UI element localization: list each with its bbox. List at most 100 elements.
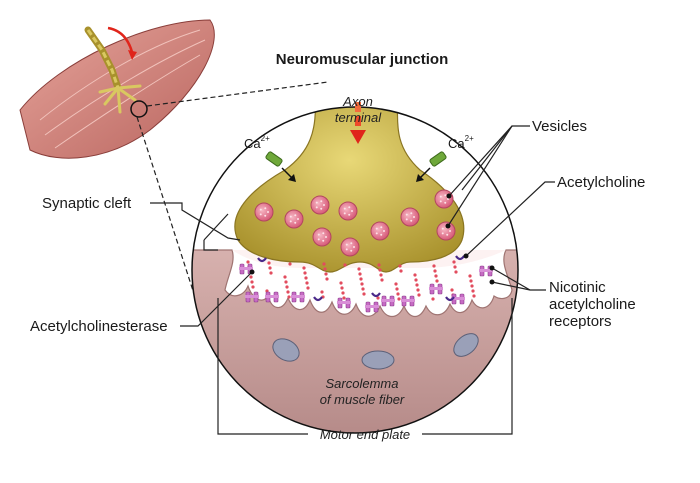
acetylcholine-dot: [267, 261, 271, 265]
acetylcholine-dot: [432, 264, 436, 268]
diagram-title: Neuromuscular junction: [276, 51, 449, 68]
acetylcholine-dot: [288, 262, 292, 266]
acetylcholine-dot: [249, 275, 253, 279]
acetylcholine-dot: [468, 274, 472, 278]
acetylcholine-dot: [285, 285, 289, 289]
vesicle: [370, 221, 390, 241]
axon-terminal-label-line2: terminal: [335, 110, 382, 125]
acetylcholine-dot: [413, 273, 417, 277]
acetylcholine-dot: [433, 269, 437, 273]
acetylcholine-dot: [398, 264, 402, 268]
calcium-channel-right: [416, 151, 447, 182]
acetylcholine-dot: [343, 263, 347, 267]
calcium-label-left: Ca2+: [244, 134, 270, 151]
zoom-source-circle: [130, 100, 148, 118]
sarcolemma-label-line2: of muscle fiber: [320, 392, 405, 407]
acetylcholinesterase-enzymes: [257, 255, 465, 302]
acetylcholine-dot: [305, 281, 309, 285]
acetylcholine-dot: [304, 276, 308, 280]
acetylcholine-dot: [359, 277, 363, 281]
vesicle: [284, 209, 304, 229]
acetylcholine-dot: [323, 267, 327, 271]
acetylcholine-dot: [339, 281, 343, 285]
zoom-line-bottom: [136, 116, 197, 301]
vesicle: [338, 201, 358, 221]
acetylcholine-dot: [417, 293, 421, 297]
acetylcholine-dot: [246, 260, 250, 264]
receptor: [401, 295, 415, 307]
acetylcholine-dot: [470, 284, 474, 288]
receptor: [429, 283, 443, 295]
acetylcholine-dot: [399, 269, 403, 273]
acetylcholine-dot: [435, 279, 439, 283]
acetylcholine-dot: [287, 295, 291, 299]
acetylcholine-dot: [286, 290, 290, 294]
nicotinic-receptors-label-line3: receptors: [549, 313, 612, 330]
acetylcholine-dot: [342, 296, 346, 300]
acetylcholine-label: Acetylcholine: [557, 174, 645, 191]
leader-lines: [180, 125, 555, 327]
acetylcholine-dot: [376, 296, 380, 300]
acetylcholine-dot: [302, 266, 306, 270]
acetylcholine-dot: [324, 272, 328, 276]
acetylcholine-dot: [341, 291, 345, 295]
acetylcholinesterase-label: Acetylcholinesterase: [30, 318, 168, 335]
acetylcholine-dot: [358, 272, 362, 276]
acetylcholine-dot: [303, 271, 307, 275]
acetylcholine-dot: [415, 283, 419, 287]
calcium-label-right: Ca2+: [448, 134, 474, 151]
acetylcholine-dot: [472, 294, 476, 298]
acetylcholine-dot: [306, 286, 310, 290]
acetylcholine-molecules: [246, 260, 476, 301]
acetylcholine-dot: [454, 270, 458, 274]
receptor: [337, 297, 351, 309]
acetylcholine-dot: [268, 266, 272, 270]
acetylcholine-dot: [361, 287, 365, 291]
acetylcholine-dot: [452, 260, 456, 264]
acetylcholine-dot: [250, 280, 254, 284]
acetylcholine-dot: [397, 297, 401, 301]
calcium-channel-left: [265, 151, 296, 182]
acetylcholine-dot: [450, 288, 454, 292]
motion-arrow-head: [128, 50, 137, 60]
sarcolemma-label-line1: Sarcolemma: [326, 376, 399, 391]
vesicle: [310, 195, 330, 215]
acetylcholine-dot: [379, 273, 383, 277]
receptor: [291, 291, 305, 303]
vesicle: [400, 207, 420, 227]
acetylcholine-receptors: [239, 263, 493, 313]
receptor: [265, 291, 279, 303]
acetylcholine-dot: [360, 282, 364, 286]
synaptic-cleft-label: Synaptic cleft: [42, 195, 132, 212]
acetylcholine-dot: [469, 279, 473, 283]
acetylcholine-dot: [357, 267, 361, 271]
vesicle: [340, 237, 360, 257]
receptor: [381, 295, 395, 307]
acetylcholine-dot: [395, 287, 399, 291]
acetylcholine-dot: [416, 288, 420, 292]
acetylcholine-dot: [377, 263, 381, 267]
synaptic-cleft-bracket: [150, 202, 241, 251]
acetylcholine-dot: [453, 265, 457, 269]
zoom-line-top: [146, 81, 329, 107]
acetylcholine-dot: [378, 268, 382, 272]
acetylcholine-dot: [283, 275, 287, 279]
acetylcholine-dot: [431, 297, 435, 301]
mitochondria: [272, 333, 479, 370]
motion-arrow: [107, 26, 134, 53]
nicotinic-receptors-label-line1: Nicotinic: [549, 279, 606, 296]
vesicle: [434, 189, 454, 209]
motor-neuron-axon: [84, 26, 142, 114]
acetylcholine-dot: [320, 290, 324, 294]
vesicle: [312, 227, 332, 247]
acetylcholine-dot: [269, 271, 273, 275]
vesicle: [254, 202, 274, 222]
receptor: [245, 291, 259, 303]
synaptic-vesicles: [254, 189, 456, 257]
acetylcholine-dot: [434, 274, 438, 278]
axon-terminal: [234, 107, 465, 273]
motor-end-plate-bracket: [217, 298, 513, 435]
acetylcholine-dot: [251, 285, 255, 289]
axon-terminal-label-line1: Axon: [342, 94, 373, 109]
